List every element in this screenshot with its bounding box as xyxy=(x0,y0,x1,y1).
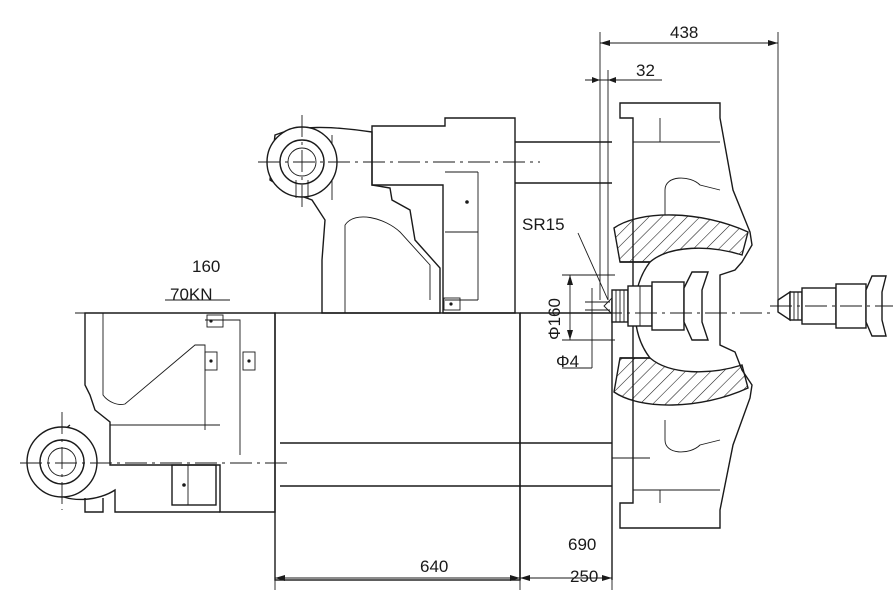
lower-toggle-link xyxy=(26,312,276,513)
label-160: 160 xyxy=(192,257,220,276)
dimension-lines xyxy=(165,32,779,590)
label-690: 690 xyxy=(568,535,596,554)
moving-platen xyxy=(613,102,753,529)
label-phi4: Φ4 xyxy=(556,352,579,371)
label-640: 640 xyxy=(420,557,448,576)
label-250: 250 xyxy=(570,567,598,586)
dimension-labels: 438 32 SR15 160 70KN Φ160 Φ4 690 640 250 xyxy=(170,23,698,586)
ejector-rod xyxy=(603,271,709,341)
label-sr15: SR15 xyxy=(522,215,565,234)
label-32: 32 xyxy=(636,61,655,80)
center-lines xyxy=(20,115,893,510)
label-438: 438 xyxy=(670,23,698,42)
label-70kn: 70KN xyxy=(170,285,213,304)
label-phi160: Φ160 xyxy=(545,298,564,340)
